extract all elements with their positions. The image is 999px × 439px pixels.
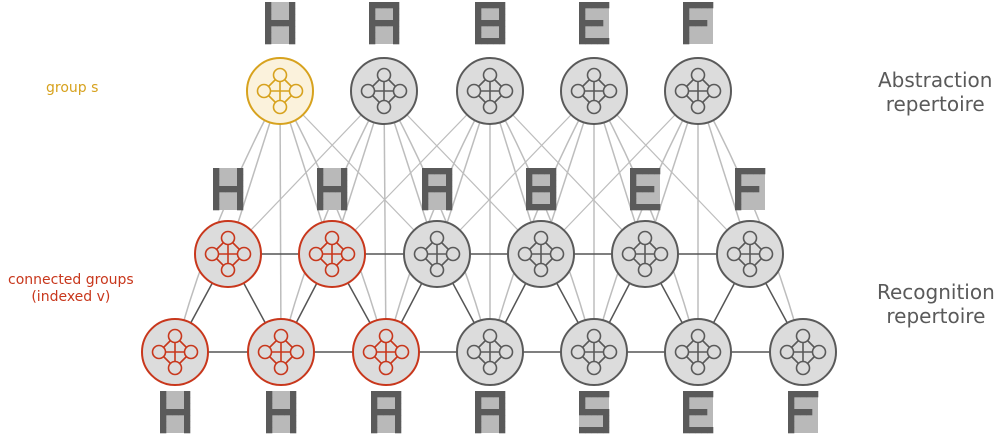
- edge-abstraction-upper-far: [540, 90, 699, 255]
- recognition-lower-node: [352, 318, 420, 386]
- abstraction-line2: repertoire: [885, 92, 985, 116]
- letter-glyph-image: [475, 391, 506, 434]
- edges-layer: [174, 90, 804, 353]
- letter-glyph-image: [371, 391, 402, 434]
- recognition-lower-node: [560, 318, 628, 386]
- abstraction-node: [664, 57, 732, 125]
- abstraction-node: [456, 57, 524, 125]
- group-s-label: group s: [46, 80, 98, 97]
- letter-glyph-image: [630, 168, 661, 211]
- edge-abstraction-lower: [279, 90, 282, 353]
- letter-glyph-image: [160, 391, 191, 434]
- recognition-line2: repertoire: [886, 304, 986, 328]
- edge-abstraction-upper-far: [227, 90, 385, 255]
- nodes-layer: [141, 57, 837, 386]
- edge-abstraction-upper-far: [436, 90, 595, 255]
- letter-glyph-image: [265, 2, 296, 45]
- letter-glyph-image: [579, 391, 610, 434]
- recognition-line1: Recognition: [877, 280, 995, 304]
- glyphs-layer: [160, 2, 819, 434]
- recognition-upper-node: [716, 220, 784, 288]
- recognition-upper-node: [611, 220, 679, 288]
- abstraction-node: [350, 57, 418, 125]
- letter-glyph-image: [266, 391, 297, 434]
- letter-glyph-image: [683, 391, 714, 434]
- recognition-repertoire-label: Recognition repertoire: [877, 280, 995, 328]
- edge-abstraction-lower: [383, 90, 387, 353]
- letter-glyph-image: [422, 168, 453, 211]
- connected-groups-line1: connected groups: [8, 272, 134, 288]
- letter-glyph-image: [683, 2, 714, 45]
- letter-glyph-image: [526, 168, 557, 211]
- letter-glyph-image: [369, 2, 400, 45]
- recognition-upper-node: [403, 220, 471, 288]
- edge-abstraction-upper-far: [383, 90, 542, 255]
- letter-glyph-image: [579, 2, 610, 45]
- letter-glyph-image: [788, 391, 819, 434]
- abstraction-node: [560, 57, 628, 125]
- recognition-lower-node: [664, 318, 732, 386]
- connected-groups-label: connected groups (indexed v): [8, 272, 134, 306]
- letter-glyph-image: [735, 168, 766, 211]
- abstraction-repertoire-label: Abstraction repertoire: [878, 68, 992, 116]
- recognition-lower-node: [247, 318, 315, 386]
- connected-groups-line2: (indexed v): [31, 288, 111, 305]
- recognition-upper-node: [298, 220, 366, 288]
- recognition-upper-node: [194, 220, 262, 288]
- letter-glyph-image: [475, 2, 506, 45]
- abstraction-node: [246, 57, 314, 125]
- edge-abstraction-upper-far: [331, 90, 491, 255]
- recognition-lower-node: [141, 318, 209, 386]
- recognition-upper-node: [507, 220, 575, 288]
- group-s-text: group s: [46, 80, 99, 96]
- abstraction-line1: Abstraction: [878, 68, 993, 92]
- letter-glyph-image: [317, 168, 348, 211]
- recognition-lower-node: [769, 318, 837, 386]
- recognition-lower-node: [456, 318, 524, 386]
- letter-glyph-image: [213, 168, 244, 211]
